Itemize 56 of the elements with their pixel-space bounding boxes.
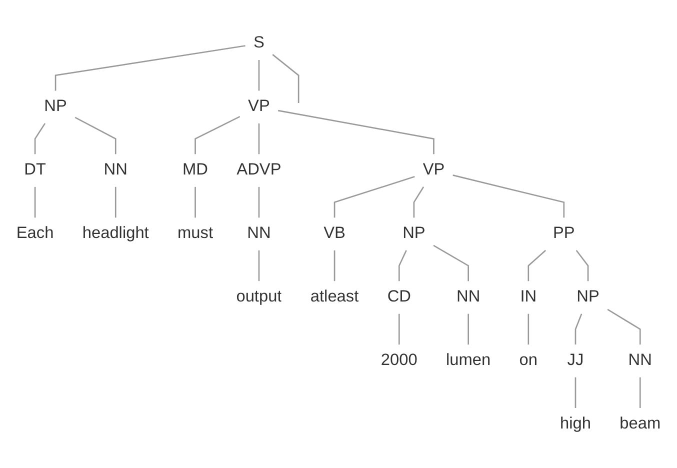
node-text: NN <box>104 161 128 179</box>
node-text: ADVP <box>236 161 282 179</box>
connector <box>639 377 641 408</box>
connector <box>258 250 260 282</box>
node-text: MD <box>182 161 208 179</box>
connector <box>258 60 260 91</box>
node-text: beam <box>620 415 661 433</box>
connector <box>398 250 407 282</box>
connector <box>574 377 576 408</box>
node-text: NP <box>402 224 426 242</box>
node-text: DT <box>24 161 46 179</box>
connector <box>528 250 546 282</box>
node-text: lumen <box>446 352 491 370</box>
connector <box>258 186 260 218</box>
node-text: NN <box>247 224 271 242</box>
connector <box>272 54 300 103</box>
node-text: output <box>236 288 282 306</box>
node-text: NN <box>628 352 652 370</box>
connector <box>468 314 469 345</box>
node-text: atleast <box>310 288 359 306</box>
connector <box>34 186 36 218</box>
node-text: NP <box>44 98 67 116</box>
node-text: PP <box>552 224 575 242</box>
connector <box>398 314 400 345</box>
node-text: NP <box>576 288 600 306</box>
node-text: high <box>560 415 591 433</box>
node-text: VP <box>248 98 270 116</box>
connector <box>54 45 246 91</box>
connector <box>114 186 116 218</box>
node-text: on <box>519 352 538 370</box>
node-text: VP <box>422 161 445 179</box>
connector <box>576 250 589 282</box>
connector <box>194 116 240 154</box>
node-text: JJ <box>567 352 584 370</box>
node-text: IN <box>520 288 537 306</box>
node-text: must <box>178 224 214 242</box>
node-text: 2000 <box>380 352 418 370</box>
connector <box>413 186 424 218</box>
connector <box>34 123 46 154</box>
node-text: S <box>254 34 264 52</box>
connector <box>278 110 434 154</box>
node-text: NN <box>456 288 480 306</box>
node-text: VB <box>324 224 346 242</box>
connector <box>574 314 582 345</box>
connector <box>433 244 469 282</box>
node-text: CD <box>387 288 411 306</box>
connector <box>528 314 530 345</box>
connector <box>334 250 336 282</box>
node-text: headlight <box>82 224 149 242</box>
connector <box>452 174 565 218</box>
connector <box>194 186 196 218</box>
connector <box>258 123 260 154</box>
connector <box>74 116 116 154</box>
node-text: Each <box>16 224 54 242</box>
connector <box>607 308 641 345</box>
connector <box>334 176 415 218</box>
